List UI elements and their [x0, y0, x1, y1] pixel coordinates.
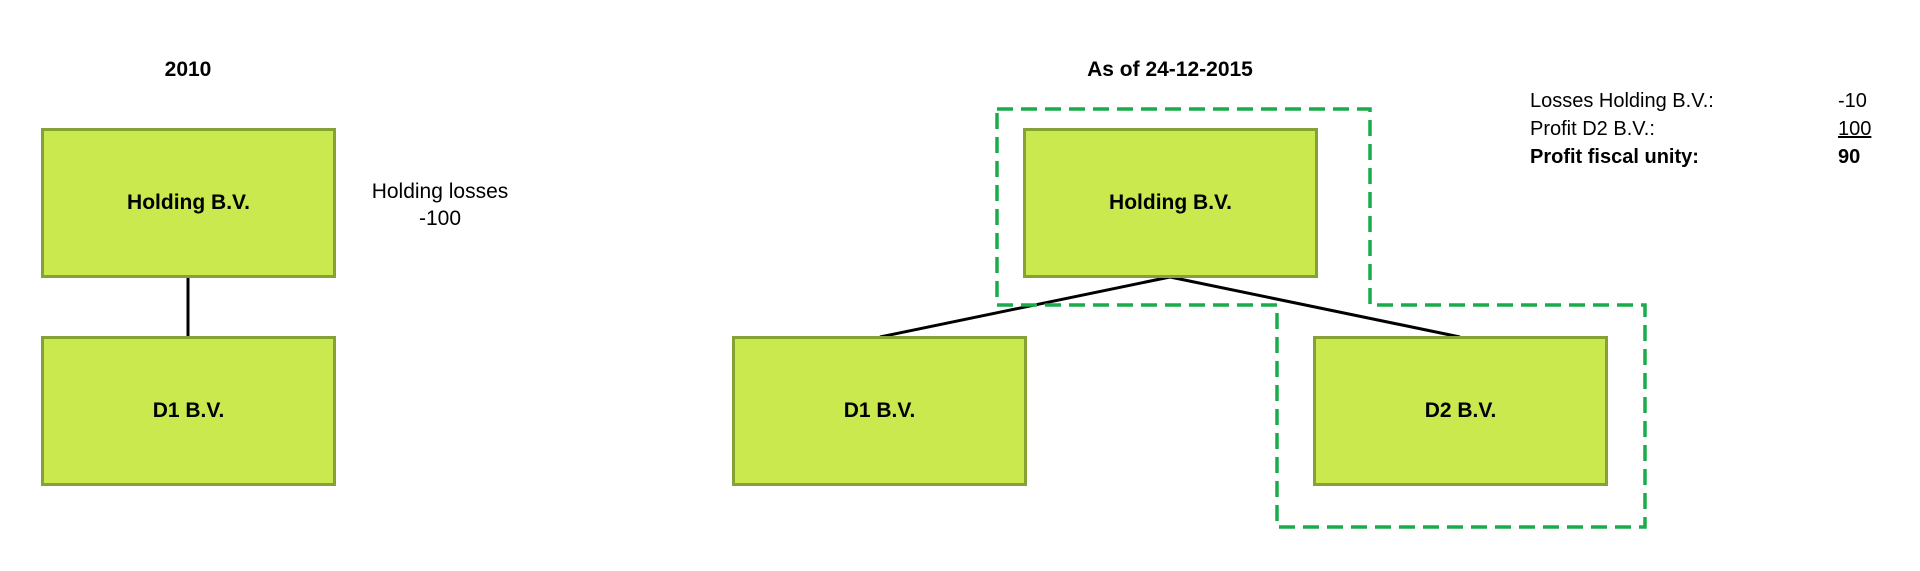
holding-box-left: Holding B.V. [41, 128, 336, 278]
d1-box-left: D1 B.V. [41, 336, 336, 486]
holding-losses-note: Holding losses -100 [330, 178, 550, 232]
d1-box-left-label: D1 B.V. [152, 399, 225, 422]
d2-box-right-label: D2 B.V. [1424, 399, 1497, 422]
holding-box-right-label: Holding B.V. [1109, 191, 1232, 214]
summary-value-profit-d2: 100 [1838, 118, 1872, 140]
summary-value-profit-fiscal-unity: 90 [1838, 146, 1861, 168]
holding-losses-value: -100 [418, 207, 462, 230]
d1-box-right-label: D1 B.V. [843, 399, 916, 422]
holding-box-left-label: Holding B.V. [127, 191, 250, 214]
holding-box-right: Holding B.V. [1023, 128, 1318, 278]
summary-label-profit-d2: Profit D2 B.V.: [1530, 118, 1655, 140]
summary-label-profit-fiscal-unity: Profit fiscal unity: [1530, 146, 1699, 168]
summary-label-losses-holding: Losses Holding B.V.: [1530, 90, 1714, 112]
fiscal-unity-outline [995, 107, 1647, 529]
d2-box-right: D2 B.V. [1313, 336, 1608, 486]
connector-holding-d2 [1169, 275, 1461, 339]
summary-value-losses-holding: -10 [1838, 90, 1867, 112]
year-heading: 2010 [164, 58, 212, 81]
connector-holding-d1 [879, 275, 1171, 339]
date-heading: As of 24-12-2015 [1087, 58, 1253, 81]
d1-box-right: D1 B.V. [732, 336, 1027, 486]
fiscal-summary: Losses Holding B.V.: -10 Profit D2 B.V.:… [1530, 88, 1890, 178]
holding-losses-label: Holding losses [371, 180, 509, 203]
